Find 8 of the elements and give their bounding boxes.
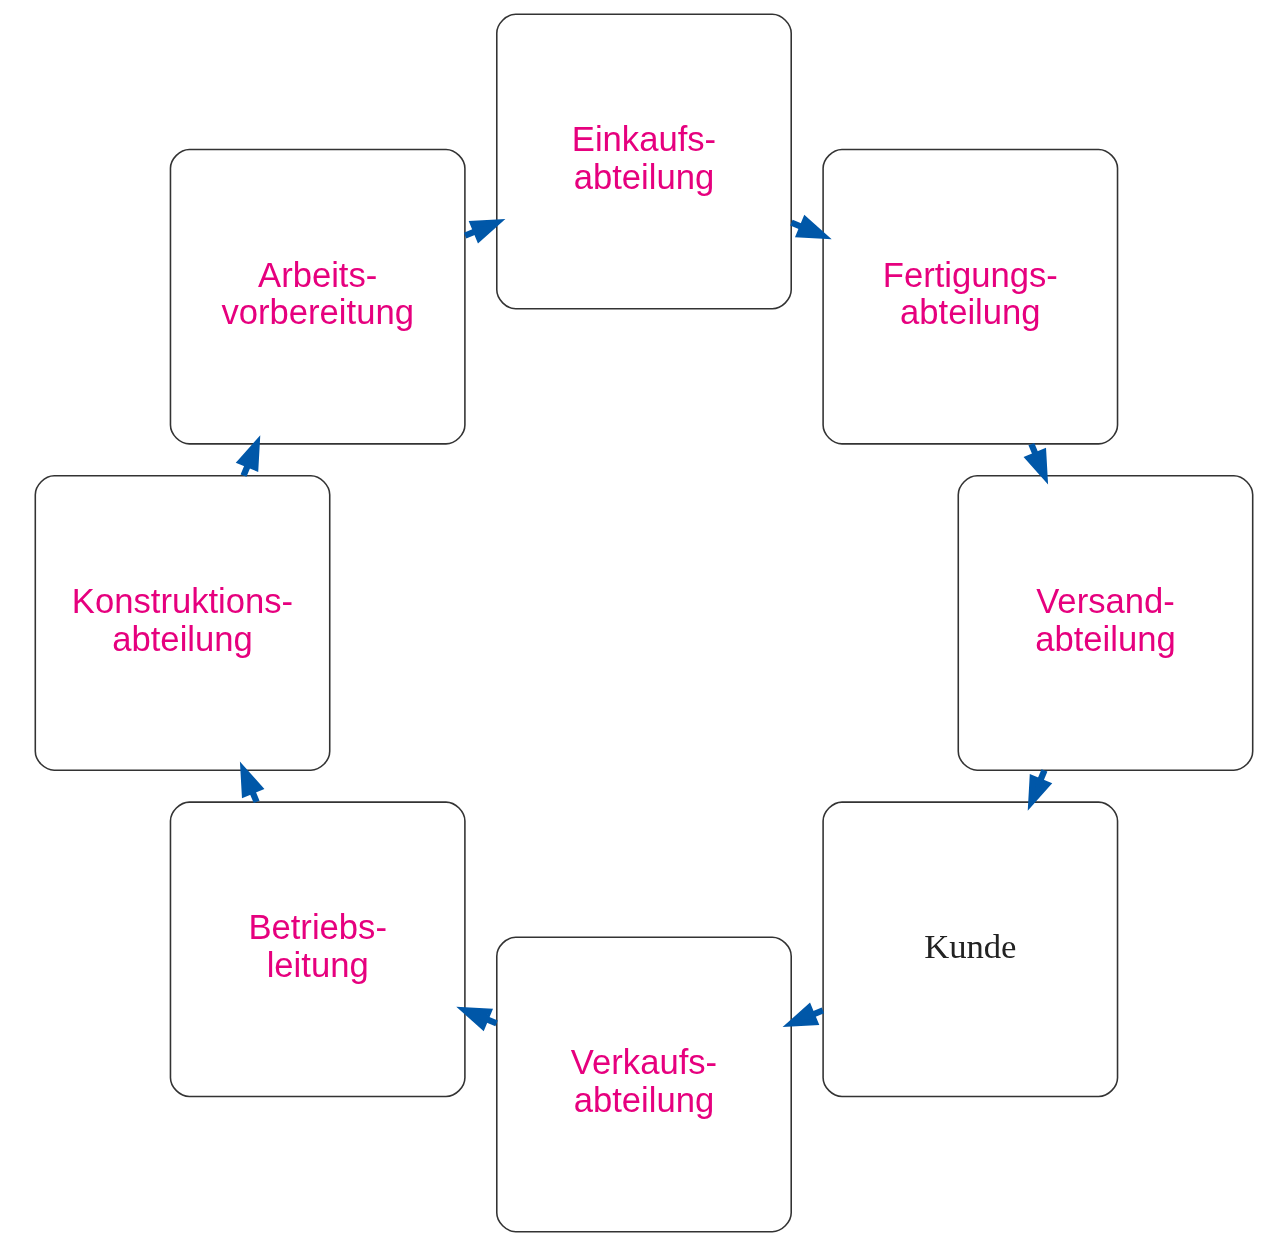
node-box: Arbeits- vorbereitung — [169, 148, 466, 445]
node-box: Verkaufs- abteilung — [495, 936, 792, 1233]
node-box: Konstruktions- abteilung — [34, 475, 330, 771]
node-box: Fertigungs- abteilung — [821, 148, 1118, 445]
node-box: Einkaufs- abteilung — [495, 13, 792, 310]
node-box: Kunde — [821, 801, 1118, 1098]
node-box: Versand- abteilung — [957, 475, 1253, 771]
node-box: Betriebs- leitung — [169, 801, 466, 1098]
